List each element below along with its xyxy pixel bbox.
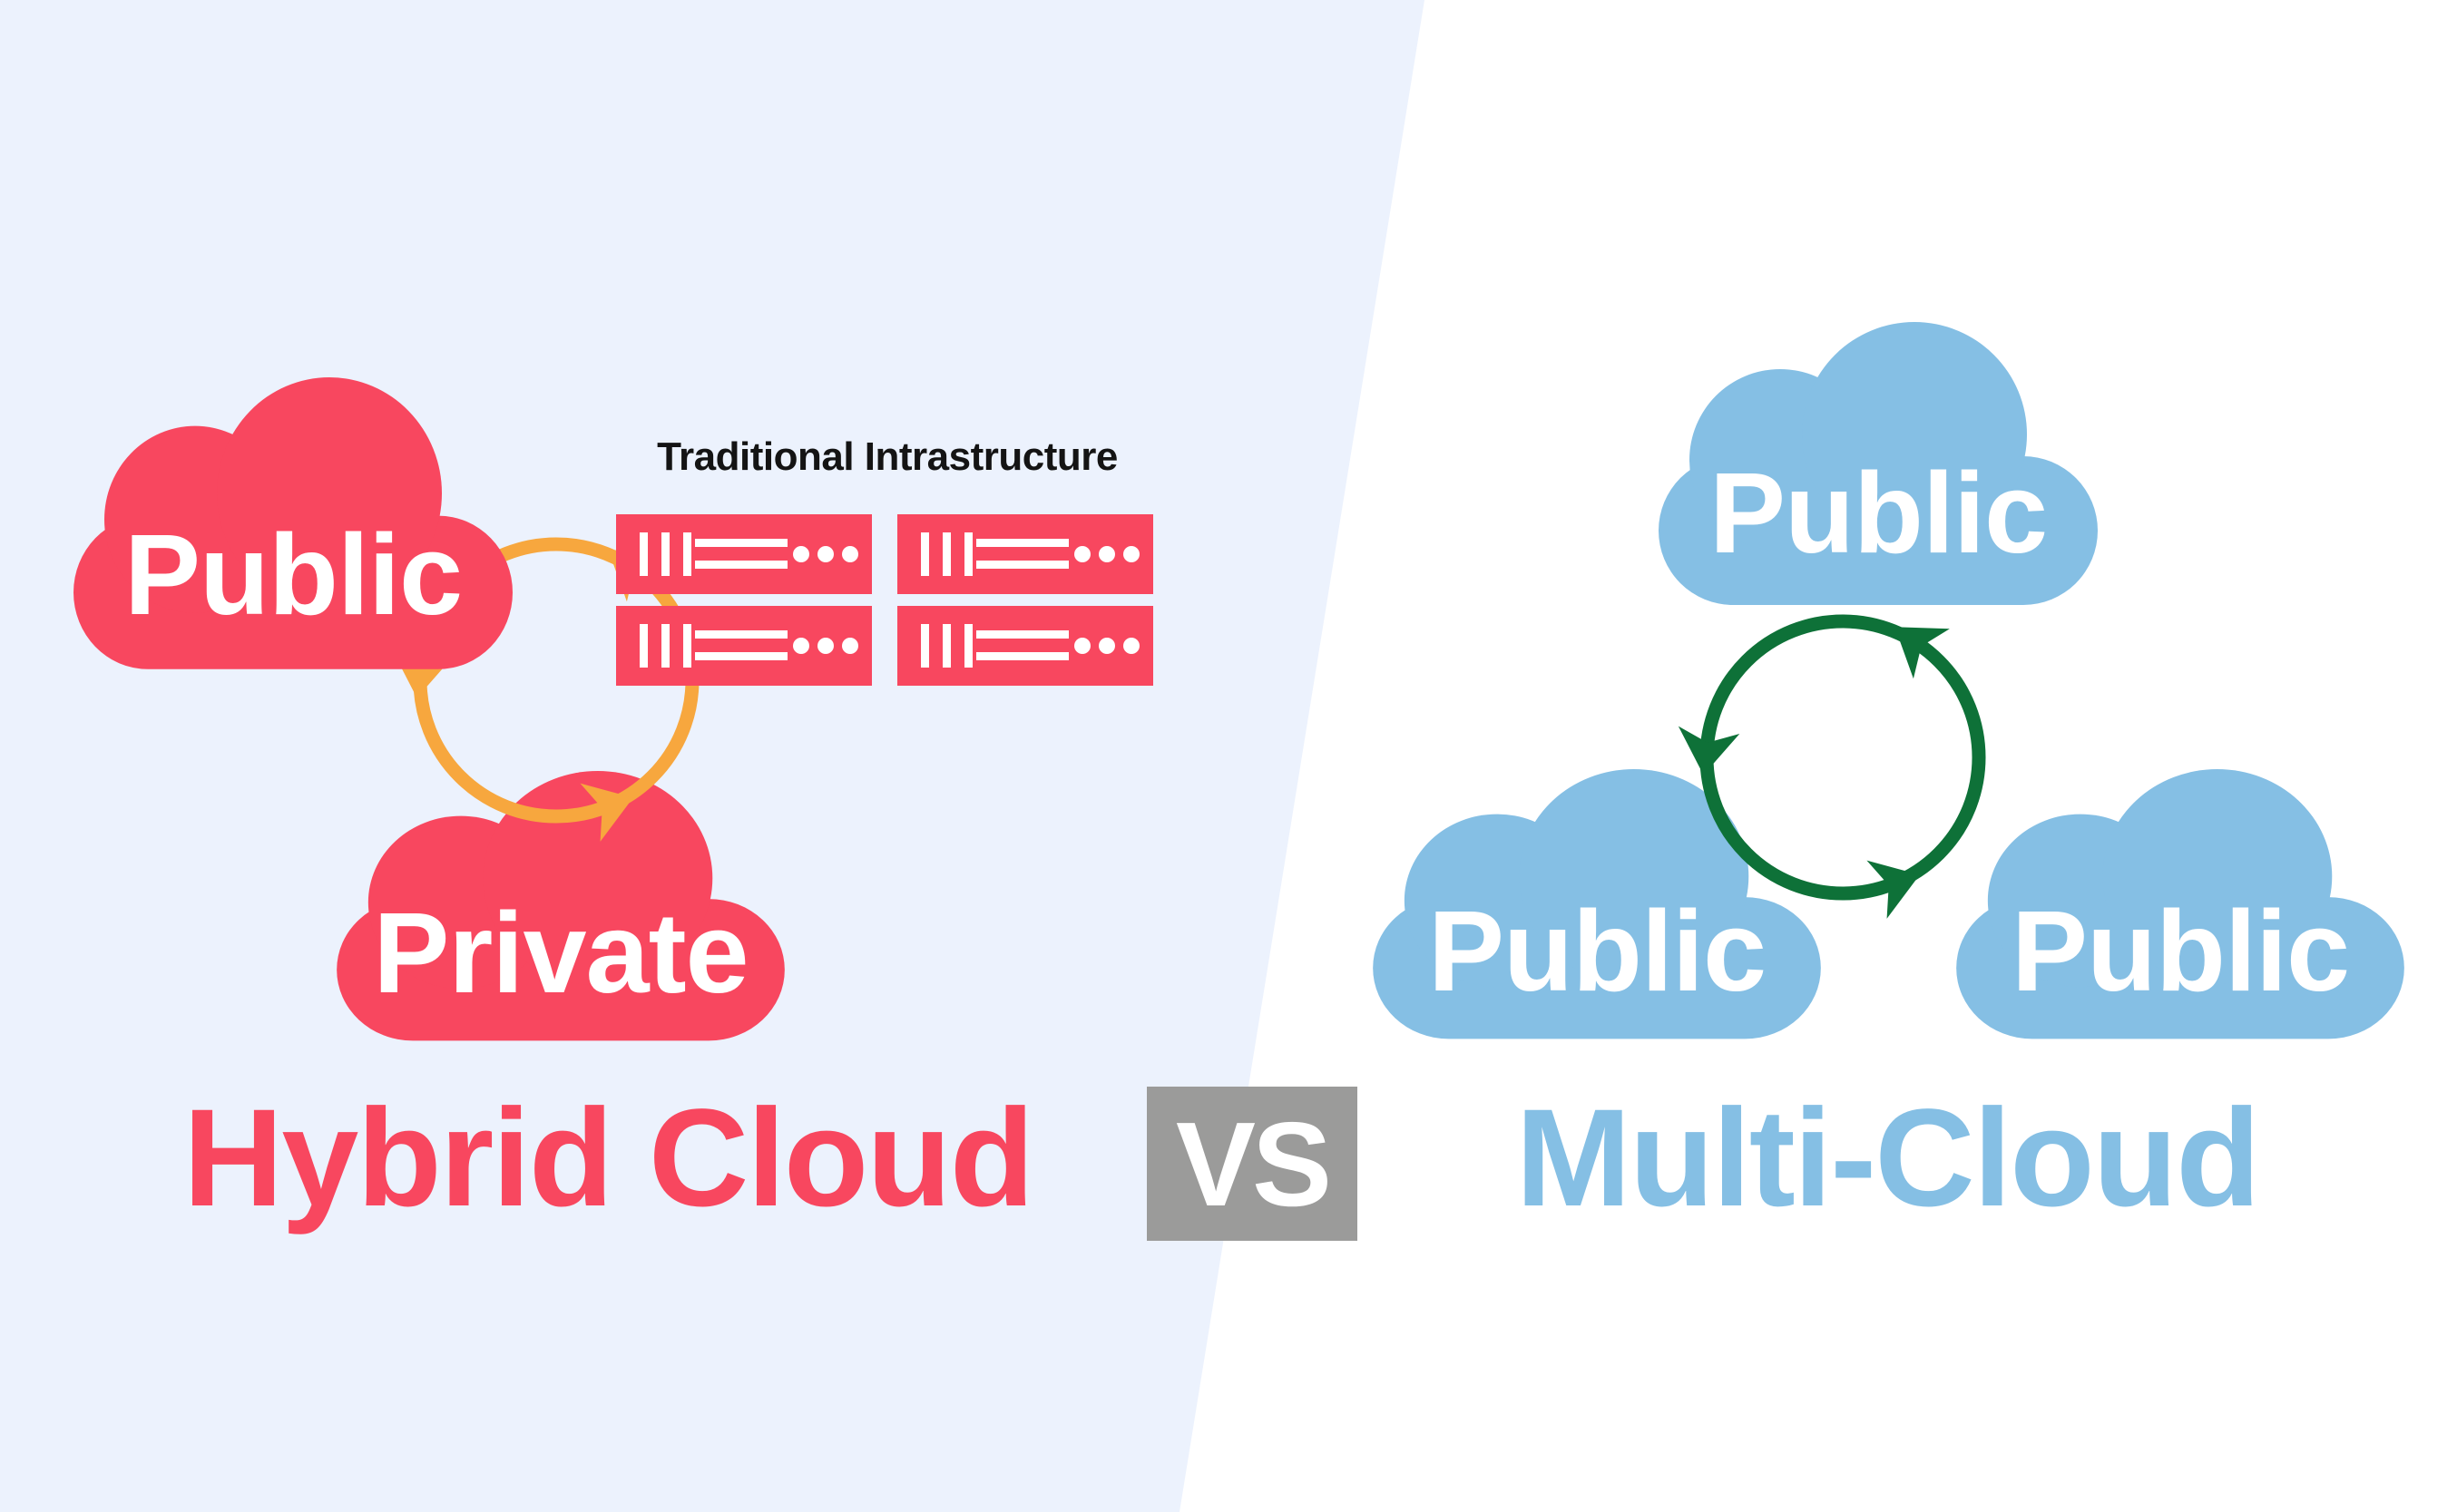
private-cloud: Private [329, 771, 792, 1048]
server-rack-icon [616, 514, 872, 594]
server-rack-icon [616, 606, 872, 686]
vs-badge-label: VS [1175, 1097, 1332, 1231]
multi-public-cloud-right-label: Public [2011, 887, 2350, 1016]
multi-sync-arrows-icon [1670, 585, 2015, 930]
multi-public-cloud-top: Public [1651, 322, 2105, 612]
multi-public-cloud-left: Public [1366, 769, 1828, 1046]
server-rack-icon [897, 514, 1153, 594]
multi-public-cloud-right: Public [1949, 769, 2412, 1046]
multi-public-cloud-top-label: Public [1708, 449, 2048, 578]
server-rack-icon [897, 606, 1153, 686]
hybrid-cloud-title: Hybrid Cloud [182, 1080, 1034, 1235]
vs-badge: VS [1147, 1087, 1357, 1241]
hybrid-public-cloud-label: Public [123, 510, 463, 639]
private-cloud-label: Private [373, 889, 749, 1018]
multi-cloud-title: Multi-Cloud [1515, 1080, 2260, 1235]
traditional-infrastructure-label: Traditional Intrastructure [657, 434, 1118, 479]
hybrid-public-cloud: Public [66, 377, 520, 677]
multi-public-cloud-left-label: Public [1427, 887, 1767, 1016]
